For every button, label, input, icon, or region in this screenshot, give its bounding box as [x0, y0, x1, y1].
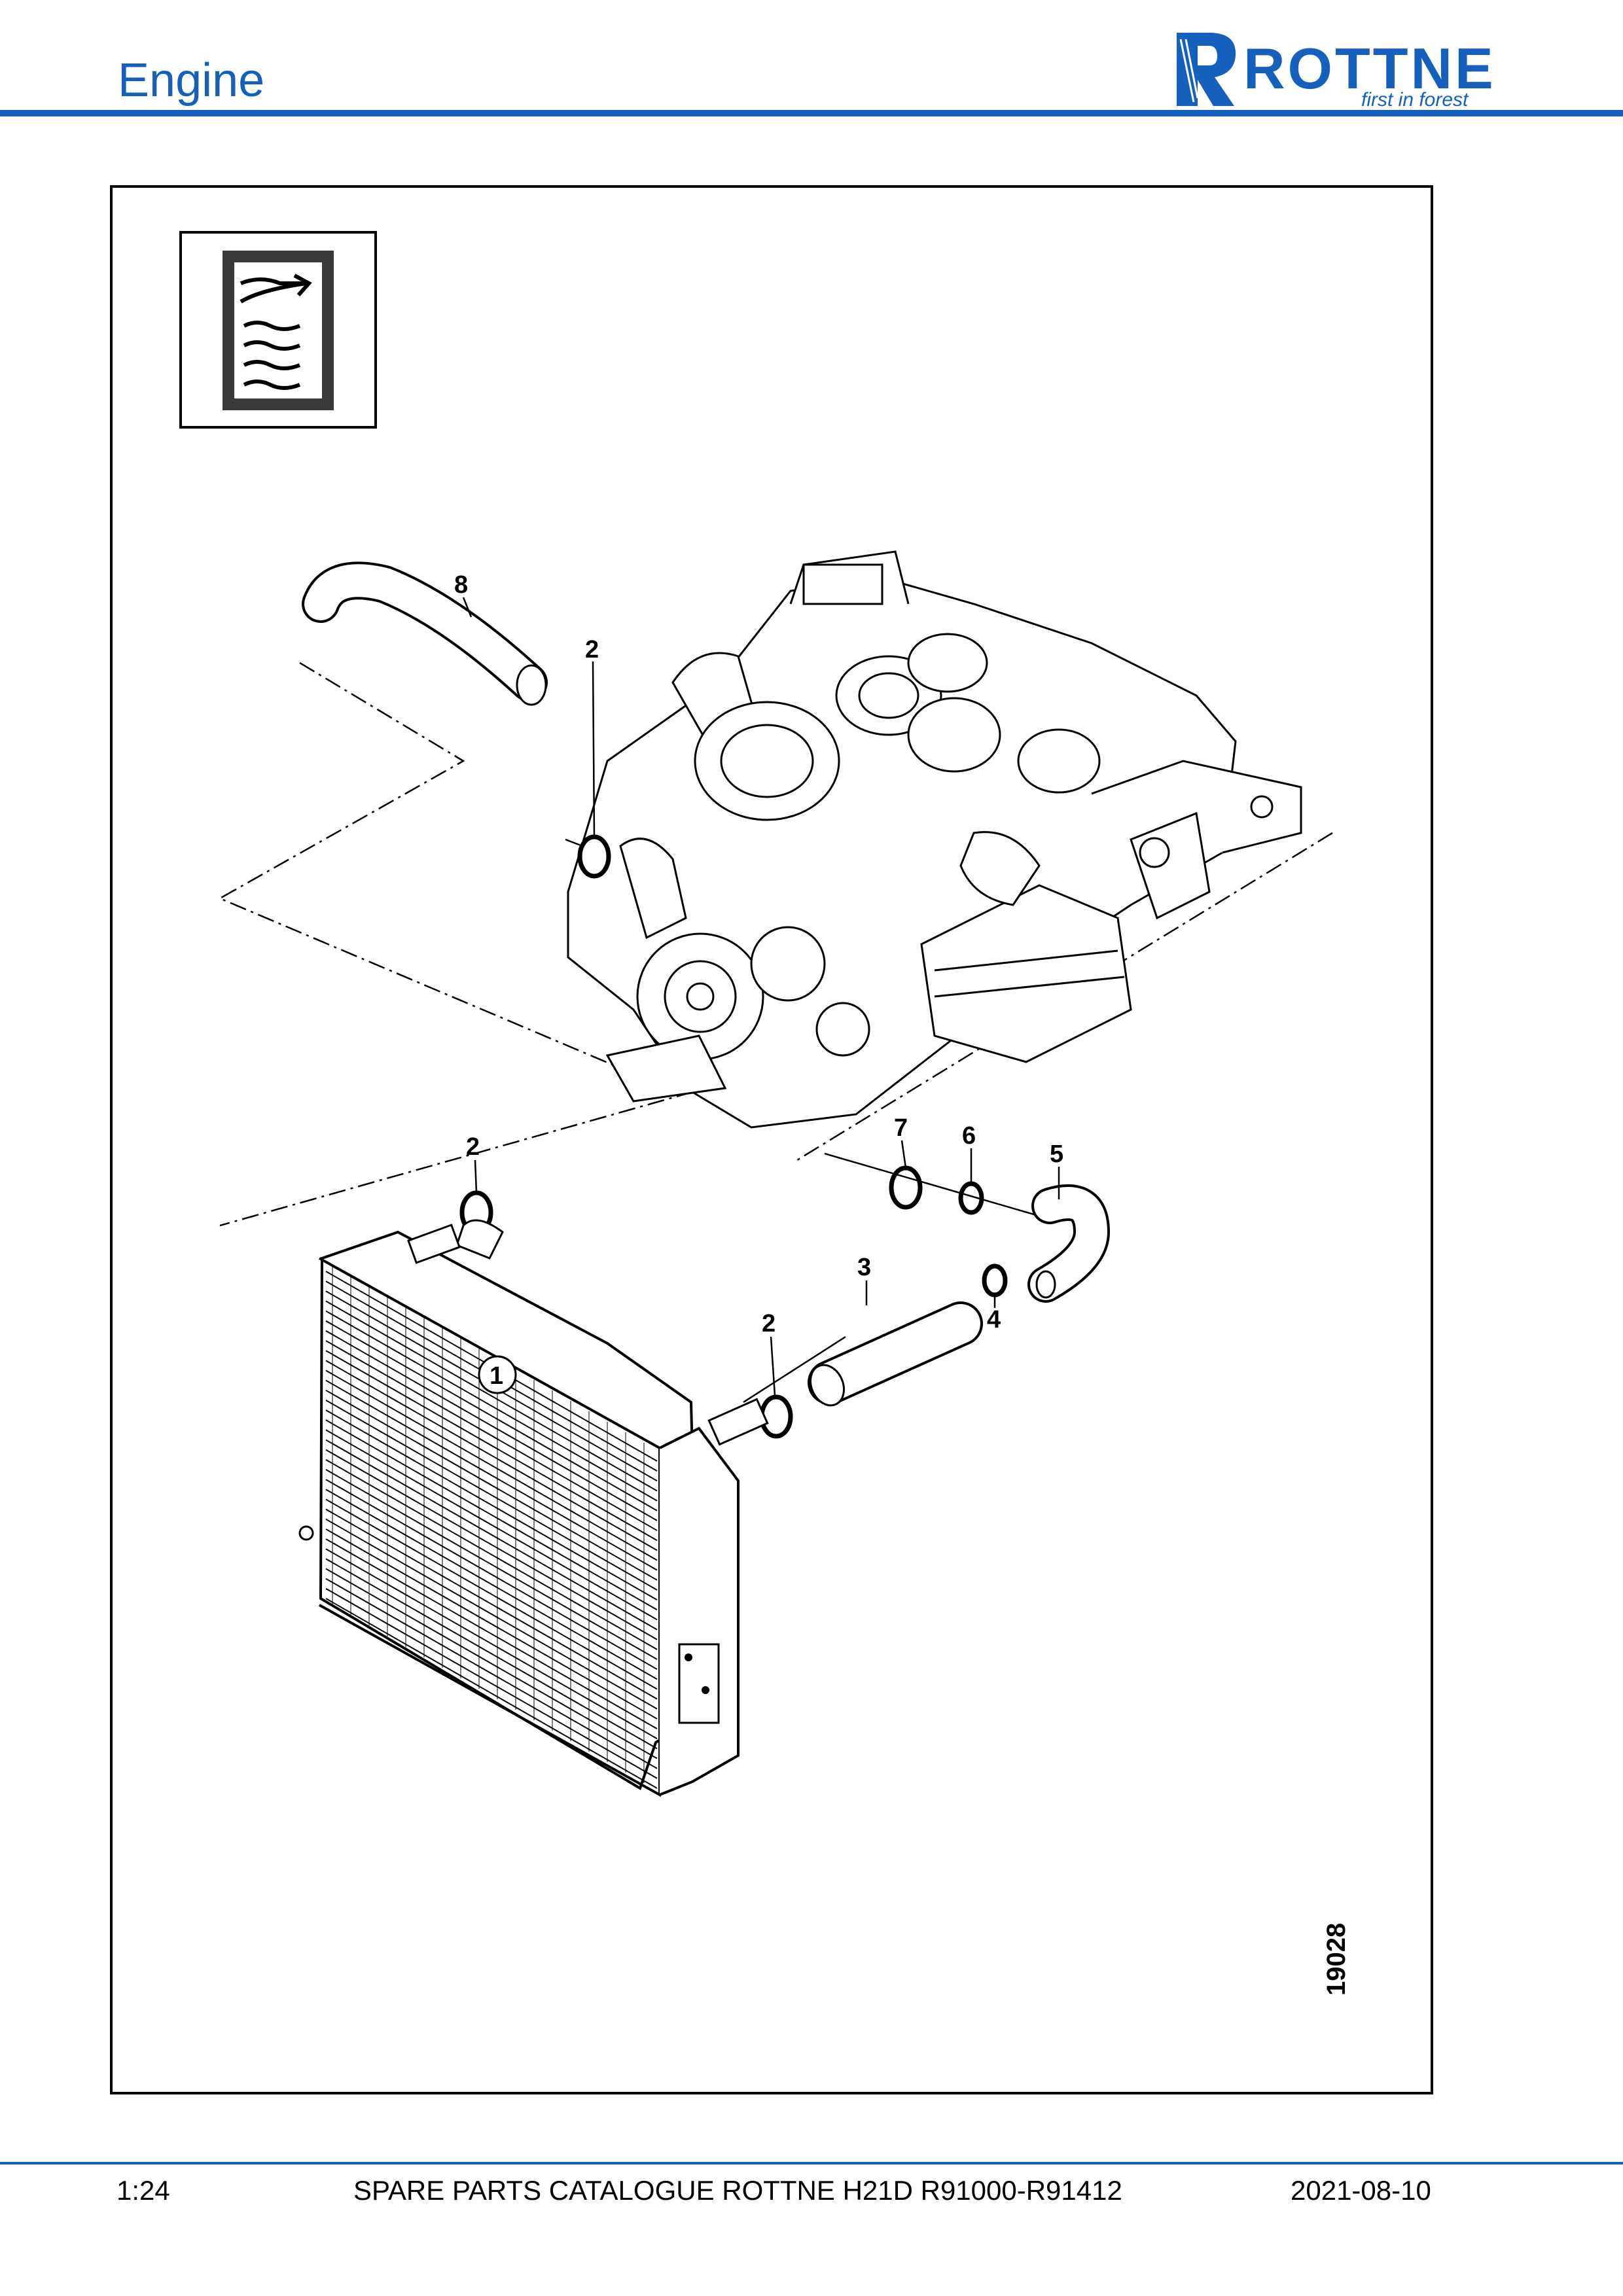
radiator-fin: [325, 1409, 658, 1600]
hose-clamp-radiator-bottom: [759, 1394, 793, 1439]
clamp-part-4: [982, 1263, 1008, 1298]
callout-4: 4: [987, 1306, 1001, 1333]
radiator-fin: [325, 1330, 658, 1521]
footer-divider: [0, 2162, 1623, 2164]
radiator-fin: [325, 1548, 658, 1740]
radiator-fin: [325, 1479, 658, 1670]
radiator-fin: [325, 1558, 658, 1750]
engine-assembly: [567, 550, 1302, 1129]
radiator-fin: [325, 1360, 658, 1551]
radiator-fin: [325, 1538, 658, 1729]
callout-1-circle: [478, 1355, 517, 1394]
hose-upper-part-8: [302, 561, 548, 706]
radiator-fin: [325, 1469, 658, 1660]
illustration-frame: [110, 185, 1433, 2094]
header-divider: [0, 110, 1623, 116]
page-number: 1:24: [116, 2175, 170, 2206]
radiator-fin: [325, 1489, 658, 1680]
callout-7: 7: [894, 1114, 908, 1142]
radiator-fin: [325, 1587, 658, 1779]
callout-6: 6: [962, 1122, 976, 1150]
radiator-fin: [325, 1518, 658, 1710]
callout-labels: 8 2 7 6 5 2 3 4 2 1: [454, 571, 1063, 1396]
radiator-fin: [325, 1449, 658, 1640]
callout-2b: 2: [466, 1133, 480, 1161]
radiator-fin: [325, 1598, 658, 1789]
callout-2c: 2: [762, 1310, 776, 1337]
brand-tagline: first in forest: [1361, 89, 1469, 111]
page-title: Engine: [118, 54, 265, 107]
radiator-fin: [325, 1369, 658, 1561]
radiator-fin: [325, 1429, 658, 1621]
radiator-fin: [325, 1320, 658, 1511]
brand-name: ROTTNE: [1243, 36, 1496, 101]
callout-1: 1: [490, 1362, 503, 1390]
radiator-fin: [325, 1459, 658, 1650]
elbow-part-5: [1027, 1184, 1111, 1303]
callout-2a: 2: [585, 636, 599, 663]
callout-3: 3: [857, 1254, 871, 1281]
radiator-fin: [325, 1389, 658, 1581]
catalogue-date: 2021-08-10: [1291, 2175, 1431, 2206]
radiator-fin: [325, 1340, 658, 1531]
exploded-parts-drawing: 8 2 7 6 5 2 3 4 2 1: [179, 231, 1333, 1797]
radiator-fin: [325, 1568, 658, 1759]
coolant-symbol-icon: [179, 231, 377, 429]
radiator-fin: [325, 1419, 658, 1611]
callout-8: 8: [454, 571, 468, 599]
radiator-fin: [325, 1300, 658, 1492]
radiator-fin: [325, 1379, 658, 1571]
rottne-logo: ROTTNE first in forest: [1171, 26, 1512, 111]
figure-number: 19028: [1322, 1922, 1351, 1996]
hose-lower-part-3: [808, 1301, 983, 1407]
radiator-fin: [325, 1498, 658, 1690]
radiator-fin: [325, 1508, 658, 1700]
callout-5: 5: [1050, 1140, 1063, 1168]
radiator-fin: [325, 1528, 658, 1720]
radiator-fin: [325, 1578, 658, 1769]
radiator-fin: [325, 1400, 658, 1591]
radiator-fin: [325, 1439, 658, 1631]
clamp-part-7: [889, 1165, 923, 1210]
rottne-r-mark-icon: [1177, 33, 1236, 106]
radiator-part-1: [298, 1219, 769, 1797]
catalogue-title: SPARE PARTS CATALOGUE ROTTNE H21D R91000…: [353, 2175, 1122, 2206]
radiator-fin: [325, 1350, 658, 1542]
radiator-fin: [325, 1310, 658, 1502]
